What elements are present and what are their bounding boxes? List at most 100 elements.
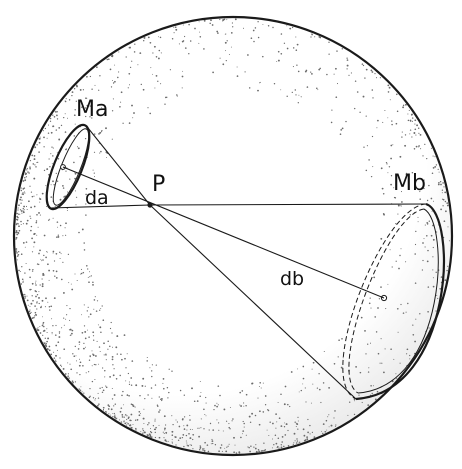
stipple-dot — [55, 344, 58, 347]
stipple-dot — [66, 314, 68, 316]
stipple-dot — [51, 332, 53, 334]
stipple-dot — [399, 362, 401, 364]
stipple-dot — [28, 172, 30, 174]
stipple-dot — [364, 77, 366, 79]
stipple-dot — [34, 282, 37, 284]
stipple-dot — [24, 297, 26, 299]
stipple-dot — [83, 249, 86, 251]
stipple-dot — [380, 338, 382, 340]
stipple-dot — [210, 19, 212, 22]
stipple-dot — [89, 276, 91, 278]
stipple-dot — [295, 94, 297, 96]
stipple-dot — [112, 416, 114, 418]
stipple-dot — [312, 361, 315, 364]
stipple-dot — [318, 388, 321, 391]
stipple-dot — [39, 198, 42, 201]
stipple-dot — [442, 198, 445, 201]
stipple-dot — [390, 175, 393, 177]
stipple-dot — [22, 193, 24, 196]
stipple-dot — [390, 183, 392, 186]
stipple-dot — [232, 26, 234, 28]
stipple-dot — [418, 146, 420, 148]
stipple-dot — [432, 167, 435, 169]
stipple-dot — [218, 429, 220, 431]
stipple-dot — [85, 188, 88, 190]
stipple-dot — [125, 424, 128, 426]
stipple-dot — [21, 199, 23, 201]
stipple-dot — [212, 442, 214, 445]
stipple-dot — [341, 127, 344, 130]
stipple-dot — [349, 401, 351, 403]
stipple-dot — [171, 415, 173, 417]
stipple-dot — [100, 131, 103, 133]
stipple-dot — [328, 53, 330, 55]
stipple-dot — [280, 393, 282, 395]
stipple-dot — [200, 427, 202, 429]
stipple-dot — [30, 191, 32, 193]
stipple-dot — [80, 273, 82, 275]
stipple-dot — [409, 214, 411, 216]
stipple-dot — [23, 191, 25, 193]
stipple-dot — [169, 69, 171, 71]
stipple-dot — [407, 113, 409, 115]
stipple-dot — [112, 80, 113, 81]
stipple-dot — [432, 277, 434, 279]
stipple-dot — [48, 219, 50, 221]
stipple-dot — [302, 383, 304, 385]
stipple-dot — [426, 235, 428, 237]
stipple-dot — [276, 446, 278, 449]
stipple-dot — [74, 177, 76, 180]
stipple-dot — [21, 212, 23, 214]
stipple-dot — [247, 54, 249, 56]
stipple-dot — [124, 422, 127, 425]
stipple-dot — [154, 87, 156, 89]
stipple-dot — [98, 133, 100, 135]
stipple-dot — [441, 189, 444, 191]
stipple-dot — [29, 215, 31, 217]
stipple-dot — [88, 336, 90, 338]
stipple-dot — [43, 169, 46, 172]
stipple-dot — [415, 318, 417, 320]
stipple-dot — [53, 260, 56, 262]
stipple-dot — [66, 191, 69, 193]
stipple-dot — [92, 281, 94, 284]
stipple-dot — [78, 358, 81, 360]
stipple-dot — [375, 331, 378, 333]
stipple-dot — [89, 395, 91, 397]
stipple-dot — [335, 424, 337, 426]
stipple-dot — [340, 129, 343, 131]
stipple-dot — [374, 398, 377, 401]
stipple-dot — [155, 426, 157, 429]
stipple-dot — [413, 148, 416, 150]
stipple-dot — [443, 220, 446, 223]
stipple-dot — [100, 308, 102, 310]
stipple-dot — [337, 356, 339, 358]
stipple-dot — [58, 332, 60, 334]
stipple-dot — [159, 36, 162, 39]
stipple-dot — [276, 61, 278, 63]
stipple-dot — [222, 430, 224, 432]
stipple-dot — [58, 331, 61, 333]
stipple-dot — [29, 309, 31, 311]
stipple-dot — [55, 277, 58, 279]
stipple-dot — [69, 328, 72, 331]
stipple-dot — [31, 282, 34, 285]
stipple-dot — [181, 87, 183, 89]
stipple-dot — [34, 146, 37, 149]
stipple-dot — [65, 318, 67, 320]
stipple-dot — [307, 431, 309, 434]
stipple-dot — [302, 365, 305, 368]
stipple-dot — [149, 367, 151, 369]
stipple-dot — [346, 59, 349, 61]
stipple-dot — [68, 282, 70, 284]
stipple-dot — [441, 192, 443, 194]
stipple-dot — [154, 436, 157, 439]
stipple-dot — [114, 64, 116, 66]
stipple-dot — [38, 302, 40, 305]
stipple-dot — [147, 424, 149, 426]
stipple-dot — [18, 269, 20, 272]
stipple-dot — [47, 301, 49, 303]
stipple-dot — [82, 365, 84, 367]
stipple-dot — [160, 52, 162, 54]
stipple-dot — [142, 377, 145, 380]
